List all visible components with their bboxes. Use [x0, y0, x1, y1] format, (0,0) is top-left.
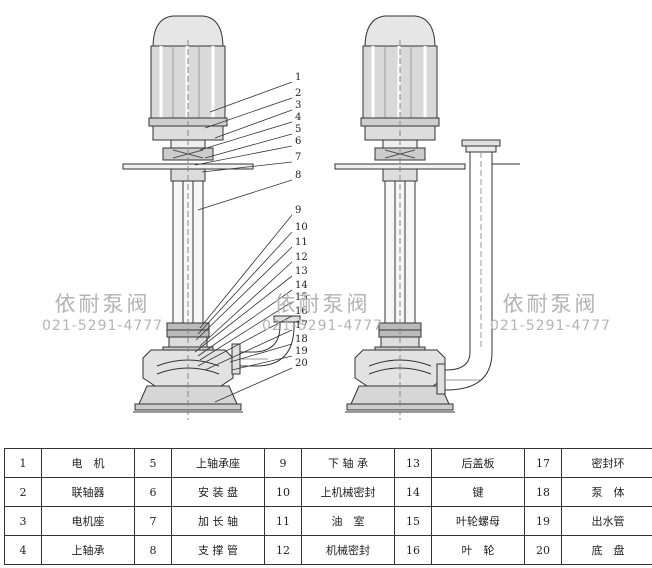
part-number: 19: [524, 506, 562, 536]
part-number: 7: [134, 506, 172, 536]
part-name: 联轴器: [41, 477, 135, 507]
callout-number: 7: [295, 152, 302, 163]
part-number: 8: [134, 535, 172, 565]
callout-number: 9: [295, 205, 302, 216]
part-name: 叶 轮: [431, 535, 525, 565]
callout-number: 3: [295, 100, 302, 111]
part-name: 密封环: [561, 448, 652, 478]
part-name: 安 装 盘: [171, 477, 265, 507]
part-name: 泵 体: [561, 477, 652, 507]
part-name: 电 机: [41, 448, 135, 478]
part-number: 9: [264, 448, 302, 478]
callout-number: 18: [295, 334, 308, 345]
part-number: 18: [524, 477, 562, 507]
part-number: 12: [264, 535, 302, 565]
part-number: 4: [4, 535, 42, 565]
callout-number: 19: [295, 346, 308, 357]
part-number: 16: [394, 535, 432, 565]
part-number: 14: [394, 477, 432, 507]
callout-number: 11: [295, 237, 308, 248]
watermark-left: 依耐泵阀 021-5291-4777: [42, 288, 163, 334]
callout-number: 10: [295, 222, 308, 233]
part-name: 下 轴 承: [301, 448, 395, 478]
watermark-phone: 021-5291-4777: [490, 318, 612, 334]
part-name: 电机座: [41, 506, 135, 536]
watermark-title: 依耐泵阀: [502, 292, 599, 316]
callout-number: 12: [295, 252, 308, 263]
part-number: 10: [264, 477, 302, 507]
watermark-center: 依耐泵阀 021-5291-4777: [262, 288, 383, 334]
part-number: 20: [524, 535, 562, 565]
part-number: 3: [4, 506, 42, 536]
part-name: 上轴承座: [171, 448, 265, 478]
watermark-title: 依耐泵阀: [54, 292, 151, 316]
callout-number: 5: [295, 124, 302, 135]
callout-number: 16: [295, 306, 308, 317]
part-name: 上轴承: [41, 535, 135, 565]
part-number: 15: [394, 506, 432, 536]
part-name: 后盖板: [431, 448, 525, 478]
part-name: 出水管: [561, 506, 652, 536]
part-name: 机械密封: [301, 535, 395, 565]
part-name: 键: [431, 477, 525, 507]
part-name: 加 长 轴: [171, 506, 265, 536]
part-name: 底 盘: [561, 535, 652, 565]
callout-number: 1: [295, 72, 302, 83]
part-number: 6: [134, 477, 172, 507]
part-name: 支 撑 管: [171, 535, 265, 565]
callout-number: 13: [295, 266, 308, 277]
part-name: 叶轮螺母: [431, 506, 525, 536]
callout-number: 6: [295, 136, 302, 147]
pump-assembly-drawing: [121, 14, 520, 420]
part-number: 17: [524, 448, 562, 478]
part-name: 油 室: [301, 506, 395, 536]
callout-number: 8: [295, 170, 302, 181]
part-number: 13: [394, 448, 432, 478]
part-number: 5: [134, 448, 172, 478]
callout-number: 20: [295, 358, 308, 369]
watermark-title: 依耐泵阀: [274, 292, 371, 316]
part-name: 上机械密封: [301, 477, 395, 507]
callout-number: 14: [295, 280, 308, 291]
part-number: 11: [264, 506, 302, 536]
callout-number: 4: [295, 112, 302, 123]
part-number: 2: [4, 477, 42, 507]
part-number: 1: [4, 448, 42, 478]
callout-number: 17: [295, 320, 308, 331]
callout-number: 2: [295, 88, 302, 99]
watermark-right: 依耐泵阀 021-5291-4777: [490, 288, 611, 334]
watermark-phone: 021-5291-4777: [262, 318, 384, 334]
callout-number: 15: [295, 292, 308, 303]
watermark-phone: 021-5291-4777: [42, 318, 164, 334]
